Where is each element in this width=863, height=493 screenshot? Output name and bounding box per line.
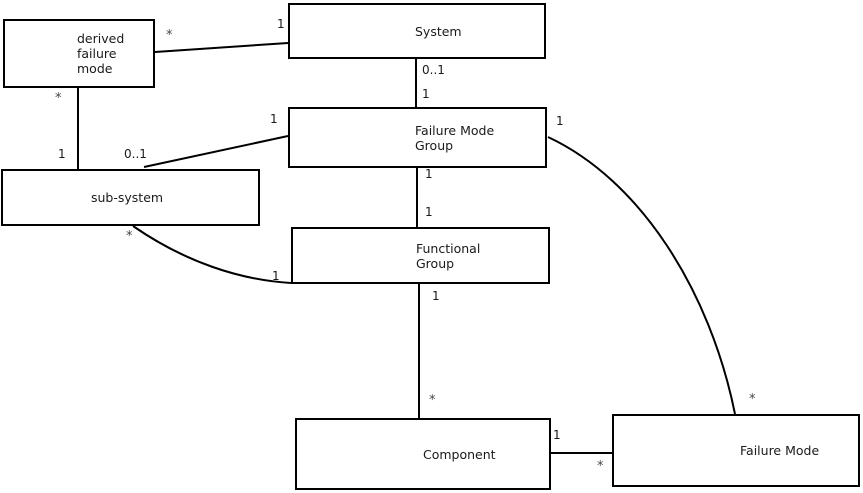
class-box-derived-failure-mode[interactable]: derived failure mode <box>3 19 155 88</box>
multiplicity-sub-system-functional-group: * <box>126 229 133 244</box>
class-label-functional-group: Functional Group <box>416 240 481 271</box>
multiplicity-functional-group-failure-mode-group: 1 <box>425 205 433 219</box>
association-sub-system-failure-mode-group <box>143 135 289 168</box>
association-sub-system-functional-group <box>132 225 292 284</box>
class-box-sub-system[interactable]: sub-system <box>1 169 260 226</box>
multiplicity-system-derived-failure-mode: 1 <box>277 17 285 31</box>
multiplicity-derived-failure-mode-system: * <box>166 28 173 43</box>
class-box-component[interactable]: Component <box>295 418 551 490</box>
class-box-system[interactable]: System <box>288 3 546 59</box>
multiplicity-failure-mode-group-failure-mode: 1 <box>556 114 564 128</box>
class-label-sub-system: sub-system <box>91 190 164 205</box>
multiplicity-failure-mode-component: * <box>597 459 604 474</box>
multiplicity-sub-system-derived-failure-mode: 1 <box>58 147 66 161</box>
association-derived-failure-mode-system <box>154 42 289 53</box>
multiplicity-component-functional-group: * <box>429 393 436 408</box>
multiplicity-failure-mode-group-sub-system: 1 <box>270 112 278 126</box>
multiplicity-component-failure-mode: 1 <box>553 428 561 442</box>
association-failure-mode-group-failure-mode <box>547 136 736 415</box>
multiplicity-derived-failure-mode-sub-system: * <box>55 91 62 106</box>
multiplicity-failure-mode-group-system: 1 <box>422 87 430 101</box>
class-box-functional-group[interactable]: Functional Group <box>291 227 550 284</box>
class-label-system: System <box>415 23 462 39</box>
class-label-component: Component <box>423 446 496 462</box>
multiplicity-sub-system-failure-mode-group: 0..1 <box>124 147 147 161</box>
multiplicity-functional-group-component: 1 <box>432 289 440 303</box>
class-label-failure-mode-group: Failure Mode Group <box>415 122 495 153</box>
class-box-failure-mode[interactable]: Failure Mode <box>612 414 860 487</box>
multiplicity-failure-mode-failure-mode-group: * <box>749 392 756 407</box>
class-label-failure-mode: Failure Mode <box>740 443 820 458</box>
class-label-derived-failure-mode: derived failure mode <box>77 31 125 76</box>
multiplicity-failure-mode-group-functional-group: 1 <box>425 167 433 181</box>
multiplicity-functional-group-sub-system: 1 <box>272 269 280 283</box>
class-box-failure-mode-group[interactable]: Failure Mode Group <box>288 107 547 168</box>
multiplicity-system-failure-mode-group: 0..1 <box>422 63 445 77</box>
